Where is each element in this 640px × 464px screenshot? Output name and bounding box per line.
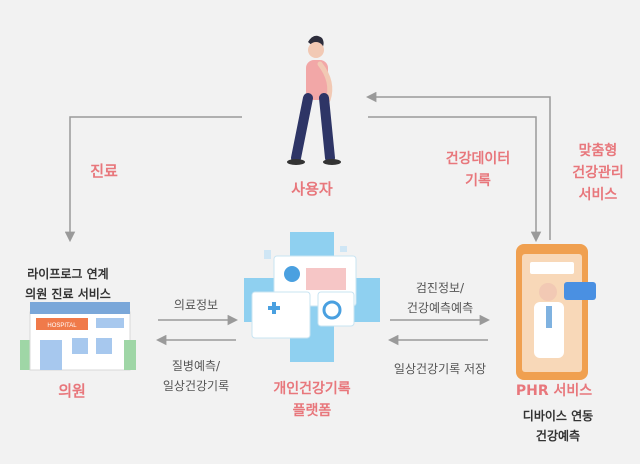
hospital-sign-text: HOSPITAL [47,323,77,329]
arrow-user-to-clinic [64,116,242,243]
disease-prediction-line-1: 질병예측/ [171,359,221,373]
phr-platform-line-1: 개인건강기록 [273,381,351,397]
lifelog-service-line-2: 의원 진료 서비스 [25,287,111,301]
phr-platform-illustration [244,232,380,362]
phr-platform-label: 개인건강기록 플랫폼 [250,378,374,422]
device-link-line-1: 디바이스 연동 [522,409,594,423]
lifelog-service-line-1: 라이프로그 연계 [27,267,109,281]
arrow-user-to-phr [368,116,542,243]
device-link-line-2: 건강예측 [535,429,581,443]
phr-service-label: PHR 서비스 [515,383,593,399]
treatment-label: 진료 [90,162,118,180]
phr-platform-line-2: 플랫폼 [292,403,332,419]
health-data-record-label: 건강데이터 기록 [428,148,528,192]
health-data-record-line-1: 건강데이터 [445,151,511,167]
arrow-phr-to-user [365,91,551,240]
disease-prediction-line-2: 일상건강기록 [162,379,230,393]
custom-service-line-2: 건강관리 [572,165,624,181]
medical-info-label: 의료정보 [173,298,219,312]
user-label: 사용자 [291,180,333,198]
health-data-record-line-2: 기록 [465,173,491,189]
user-illustration [287,35,341,165]
custom-service-label: 맞춤형 건강관리 서비스 [556,140,640,206]
phone-illustration [516,244,596,380]
disease-prediction-label: 질병예측/ 일상건강기록 [148,356,244,396]
lifelog-service-label: 라이프로그 연계 의원 진료 서비스 [8,264,128,304]
checkup-info-line-2: 건강예측예측 [406,301,474,315]
checkup-info-line-1: 검진정보/ [415,281,465,295]
clinic-building-illustration [20,302,136,371]
custom-service-line-1: 맞춤형 [578,143,618,159]
checkup-info-label: 검진정보/ 건강예측예측 [392,278,488,318]
daily-record-save-label: 일상건강기록 저장 [393,362,487,376]
device-link-label: 디바이스 연동 건강예측 [508,406,608,446]
clinic-label: 의원 [58,382,86,400]
custom-service-line-3: 서비스 [578,187,618,203]
